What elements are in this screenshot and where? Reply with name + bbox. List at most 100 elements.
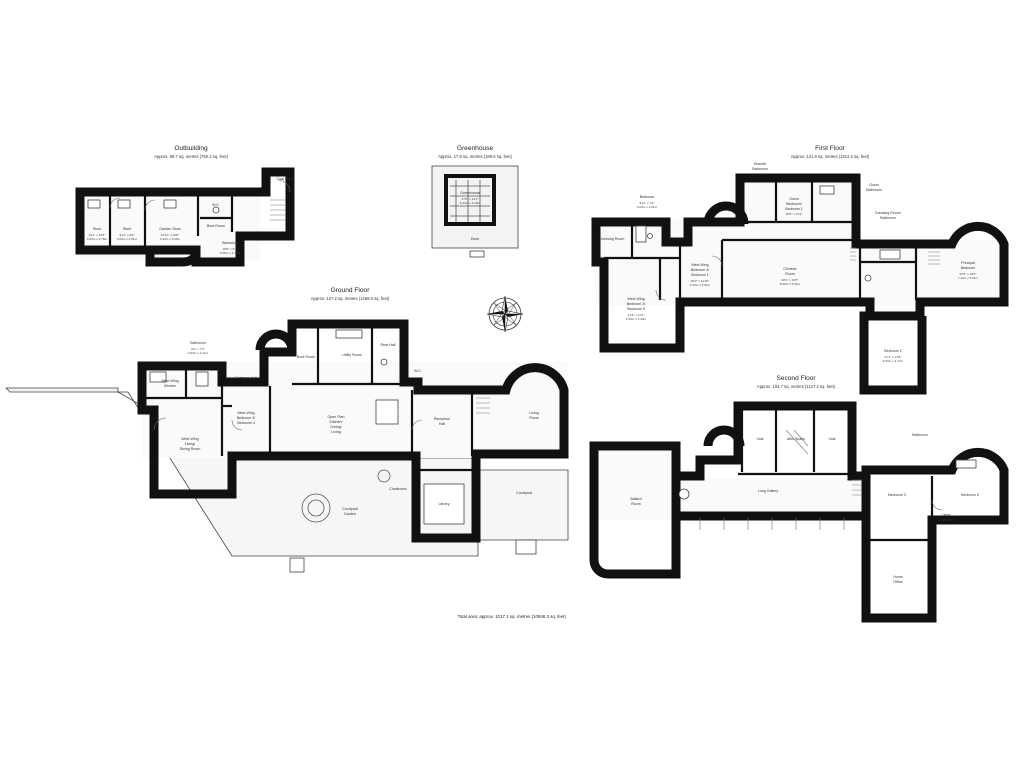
second-floor-area: Approx. 104.7 sq. metres (1127.2 sq. fee… bbox=[757, 384, 836, 389]
svg-text:23'4" x 18'5": 23'4" x 18'5" bbox=[960, 272, 977, 276]
svg-text:3.33m x 3.25m: 3.33m x 3.25m bbox=[160, 237, 181, 241]
svg-text:Living: Living bbox=[331, 430, 340, 434]
svg-text:5.33m x 3.43m: 5.33m x 3.43m bbox=[626, 317, 647, 321]
svg-text:3.02m x 3.78m: 3.02m x 3.78m bbox=[87, 237, 108, 241]
svg-text:Bedroom: Bedroom bbox=[961, 266, 976, 270]
svg-text:Bathroom: Bathroom bbox=[866, 188, 882, 192]
sf-bed5-label: Bedroom 5 bbox=[961, 493, 979, 497]
ob-workshop-label: Workshop bbox=[222, 241, 238, 245]
ff-guestbath-label: Guest bbox=[869, 183, 879, 187]
svg-text:Kitchen: Kitchen bbox=[164, 384, 176, 388]
sf-attic-label: Attic Space bbox=[787, 437, 805, 441]
ff-guest-label: Guest bbox=[789, 197, 799, 201]
svg-text:Hall: Hall bbox=[439, 422, 445, 426]
svg-text:20'2" x 11'10": 20'2" x 11'10" bbox=[691, 279, 709, 283]
ob-coal-label: Coal Store bbox=[277, 177, 294, 181]
svg-text:17'6" x 14'1": 17'6" x 14'1" bbox=[462, 197, 479, 201]
svg-text:3.02m x 2.51m: 3.02m x 2.51m bbox=[117, 237, 138, 241]
ff-ensuite-label: Ensuite bbox=[754, 162, 766, 166]
svg-text:Bedroom 3/: Bedroom 3/ bbox=[237, 416, 256, 420]
gf-entrance-label: Entrance Hall bbox=[235, 376, 257, 380]
svg-text:18'8" x 9'1": 18'8" x 9'1" bbox=[222, 247, 237, 251]
svg-text:Bathroom: Bathroom bbox=[880, 216, 896, 220]
ob-wc-label: W.C. bbox=[212, 203, 220, 207]
ob-store2-label: Store bbox=[123, 227, 132, 231]
compass-rose-icon bbox=[486, 295, 524, 333]
svg-text:Room: Room bbox=[631, 502, 641, 506]
svg-text:Room: Room bbox=[529, 416, 539, 420]
second-floor-title: Second Floor bbox=[776, 375, 816, 382]
ground-floor-plan: Ground Floor Approx. 127.2 sq. metres (1… bbox=[5, 287, 569, 619]
greenhouse-title: Greenhouse bbox=[457, 145, 494, 152]
outbuilding-plan: Outbuilding Approx. 69.7 sq. metres (750… bbox=[75, 145, 295, 267]
svg-text:Garden: Garden bbox=[344, 512, 356, 516]
gf-cloak-label: Cloakroom bbox=[389, 487, 406, 491]
gf-reception-label: Reception bbox=[434, 417, 450, 421]
gf-rear-label: Rear Hall bbox=[381, 343, 396, 347]
gf-wc-label: W.C. bbox=[414, 369, 422, 373]
gf-library-label: Library bbox=[439, 502, 450, 506]
ground-floor-area: Approx. 127.2 sq. metres (1369.0 sq. fee… bbox=[311, 296, 390, 301]
gh-deck-label: Deck bbox=[471, 237, 479, 241]
gf-westliving-label: West Wing bbox=[181, 437, 198, 441]
svg-text:Bedroom 3/: Bedroom 3/ bbox=[627, 302, 646, 306]
svg-text:Office: Office bbox=[893, 580, 902, 584]
gf-courtyard2-label: Courtyard bbox=[516, 491, 532, 495]
svg-text:Kitchen/: Kitchen/ bbox=[330, 420, 343, 424]
sf-office-label: Home bbox=[893, 575, 903, 579]
svg-text:6.50m x 4.17m: 6.50m x 4.17m bbox=[883, 359, 904, 363]
svg-text:2.84m x 2.21m: 2.84m x 2.21m bbox=[188, 351, 209, 355]
ob-store-label: Store bbox=[93, 227, 102, 231]
svg-text:Bedroom 4/: Bedroom 4/ bbox=[691, 268, 710, 272]
ff-bedroom-label: Bedroom bbox=[640, 195, 655, 199]
gf-open-label: Open Plan bbox=[328, 415, 345, 419]
svg-text:21'4" x 13'8": 21'4" x 13'8" bbox=[885, 355, 902, 359]
outbuilding-area: Approx. 69.7 sq. metres (750.2 sq. feet) bbox=[154, 154, 228, 159]
ff-west1-label: West Wing bbox=[627, 297, 644, 301]
sf-bed3-label: Bedroom 3 bbox=[888, 493, 906, 497]
svg-text:Cupboard: Cupboard bbox=[938, 518, 954, 522]
ob-boot-label: Boot Room bbox=[207, 224, 225, 228]
sf-gallery-label: Long Gallery bbox=[758, 489, 779, 493]
svg-text:9'11" x 8'3": 9'11" x 8'3" bbox=[119, 233, 134, 237]
ff-chinese-label: Chinese bbox=[783, 267, 796, 271]
sf-void1-label: Void bbox=[757, 437, 764, 441]
second-floor-plan: Second Floor Approx. 104.7 sq. metres (1… bbox=[589, 375, 1009, 623]
svg-text:Bedroom 1: Bedroom 1 bbox=[785, 207, 803, 211]
gf-boot-label: Boot Room bbox=[297, 355, 315, 359]
gf-westbed-label: West Wing bbox=[237, 411, 254, 415]
ff-dressing-label: Dressing Room bbox=[600, 237, 625, 241]
svg-text:9'11" x 7'3": 9'11" x 7'3" bbox=[639, 201, 654, 205]
svg-text:Dining/: Dining/ bbox=[330, 425, 341, 429]
gh-greenhouse-label: Greenhouse bbox=[460, 191, 480, 195]
greenhouse-area: Approx. 17.6 sq. metres (189.5 sq. feet) bbox=[438, 154, 512, 159]
svg-text:Living/: Living/ bbox=[185, 442, 195, 446]
svg-text:Bedroom 5: Bedroom 5 bbox=[627, 307, 645, 311]
ff-principal-label: Principal bbox=[961, 261, 975, 265]
greenhouse-plan: Greenhouse Approx. 17.6 sq. metres (189.… bbox=[431, 145, 519, 258]
sf-bath-label: Bathroom bbox=[912, 433, 928, 437]
svg-text:10'11" x 10'8": 10'11" x 10'8" bbox=[161, 233, 179, 237]
sf-ballard-label: Ballard bbox=[630, 497, 641, 501]
svg-text:28'1" x 19'5": 28'1" x 19'5" bbox=[782, 278, 799, 282]
svg-text:17'6" x 11'3": 17'6" x 11'3" bbox=[628, 313, 645, 317]
ff-west2-label: West Wing bbox=[691, 263, 708, 267]
svg-text:5.69m x 2.77m: 5.69m x 2.77m bbox=[220, 251, 241, 255]
sf-void2-label: Void bbox=[829, 437, 836, 441]
svg-text:Room: Room bbox=[785, 272, 795, 276]
svg-text:9'4" x 7'3": 9'4" x 7'3" bbox=[191, 347, 205, 351]
first-floor-plan: First Floor Approx. 121.9 sq. metres (13… bbox=[591, 145, 1009, 395]
gf-bath-label: Bathroom bbox=[190, 341, 206, 345]
outbuilding-title: Outbuilding bbox=[174, 145, 208, 152]
gf-westkitchen-label: West Wing bbox=[161, 379, 178, 383]
svg-text:3.02m x 2.21m: 3.02m x 2.21m bbox=[637, 205, 658, 209]
gf-utility-label: Utility Room bbox=[342, 353, 361, 357]
svg-text:15'6" x 14'2": 15'6" x 14'2" bbox=[786, 212, 803, 216]
svg-text:Bedroom 4: Bedroom 4 bbox=[237, 421, 255, 425]
ob-store-dims: 9'11" x 12'5" bbox=[89, 233, 106, 237]
svg-text:Bedroom/: Bedroom/ bbox=[786, 202, 802, 206]
gf-courtyard-label: Courtyard bbox=[342, 507, 358, 511]
ff-bedroom2-label: Bedroom 2 bbox=[884, 349, 902, 353]
ground-floor-title: Ground Floor bbox=[331, 287, 371, 294]
